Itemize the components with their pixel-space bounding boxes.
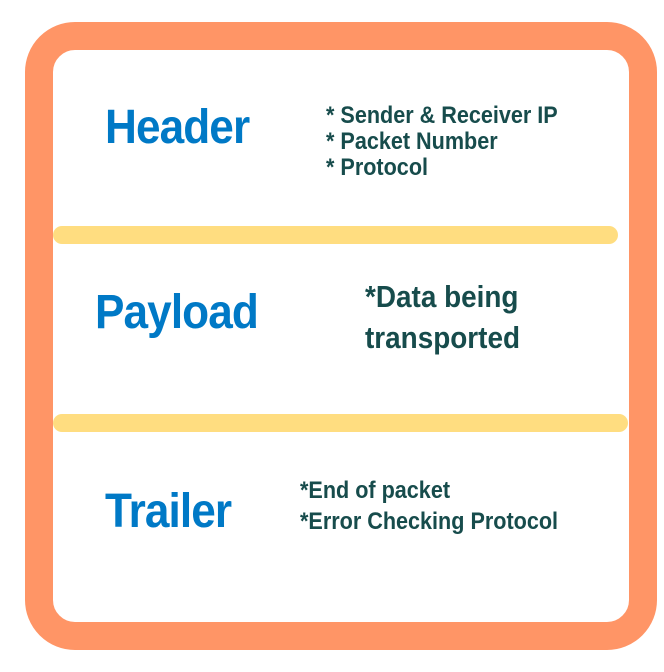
trailer-title: Trailer (105, 485, 232, 538)
payload-bullet: *Data being (365, 279, 519, 314)
header-bullet: * Packet Number (326, 128, 498, 155)
divider-header-payload (53, 226, 618, 244)
trailer-bullets: *End of packet *Error Checking Protocol (300, 475, 558, 537)
trailer-bullet: *End of packet (300, 477, 451, 504)
payload-bullet: transported (365, 320, 521, 355)
trailer-bullet: *Error Checking Protocol (300, 508, 559, 535)
payload-title: Payload (95, 286, 259, 339)
divider-payload-trailer (53, 414, 628, 432)
header-bullet: * Protocol (326, 154, 429, 181)
header-title: Header (105, 101, 250, 154)
packet-frame (25, 22, 657, 650)
header-bullets: * Sender & Receiver IP * Packet Number *… (326, 103, 558, 181)
payload-bullets: *Data being transported (365, 276, 520, 358)
header-bullet: * Sender & Receiver IP (326, 102, 558, 129)
